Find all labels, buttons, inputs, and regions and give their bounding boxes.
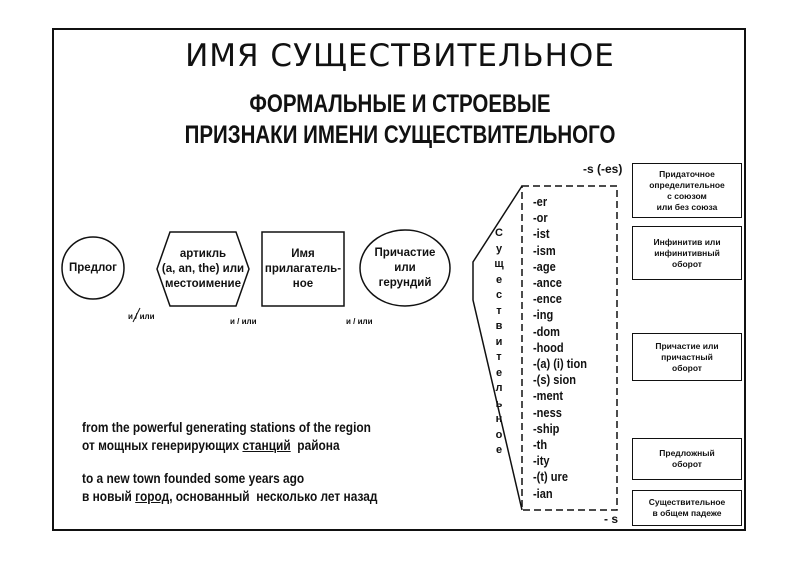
suffix-item: -ship [533, 420, 560, 436]
suffix-item: -ian [533, 485, 553, 501]
conjunction-label: и / или [230, 317, 257, 326]
suffix-item: -ance [533, 275, 562, 290]
slash [132, 307, 141, 323]
suffix-item: -(t) ure [533, 469, 568, 485]
suffix-item: -ness [533, 404, 562, 420]
noun-bracket [472, 185, 523, 511]
text: от мощных генерирующих [82, 437, 243, 453]
suffix-item: -ist [533, 226, 550, 242]
right-box-infinitive: Инфинитив или инфинитивный оборот [632, 226, 742, 280]
suffix-item: -ism [533, 242, 556, 258]
suffix-item: -(s) sion [533, 372, 576, 388]
right-box-prepositional-phrase: Предложный оборот [632, 438, 742, 480]
plural-ending-bottom: - s [604, 512, 619, 526]
example-en-1: from the powerful generating stations of… [82, 419, 371, 435]
example-ru-1: от мощных генерирующих станций района [82, 437, 340, 453]
text: , основанный несколько лет назад [169, 488, 378, 504]
participle-ellipse [359, 229, 451, 307]
preposition-circle [61, 236, 125, 300]
example-en-2: to a new town founded some years ago [82, 470, 305, 486]
suffix-item: -or [533, 210, 548, 226]
suffix-item: -er [533, 194, 548, 209]
outer-frame [52, 28, 746, 531]
suffix-item: -dom [533, 323, 561, 339]
conjunction-label: и / или [128, 312, 155, 321]
suffix-item: -ity [533, 453, 550, 469]
node-article: артикль (a, an, the) или местоимение [161, 247, 245, 290]
article-hexagon [156, 231, 250, 307]
subtitle-line-2: ПРИЗНАКИ ИМЕНИ СУЩЕСТВИТЕЛЬНОГО [184, 121, 616, 149]
text: в новый [82, 488, 136, 504]
suffix-item: -(a) (i) tion [533, 356, 588, 371]
adjective-rect [261, 231, 345, 307]
underlined-head-noun: город [135, 488, 170, 504]
plural-ending-top: -s (-es) [583, 162, 623, 176]
suffix-item: -ence [533, 291, 562, 307]
suffix-item: -ment [533, 388, 564, 404]
node-preposition: Предлог [69, 261, 117, 274]
node-adjective: Имя прилагатель- ное [264, 247, 342, 290]
suffix-item: -age [533, 258, 556, 274]
suffix-item: -ing [533, 307, 554, 323]
right-box-relative-clause: Придаточное определительное с союзом или… [632, 163, 742, 218]
conjunction-label: и / или [346, 317, 373, 326]
right-box-common-case-noun: Существительное в общем падеже [632, 490, 742, 526]
example-ru-2: в новый город, основанный несколько лет … [82, 488, 377, 504]
suffix-item: -th [533, 437, 548, 452]
suffix-item: -hood [533, 339, 564, 355]
underlined-head-noun: станций [242, 437, 291, 453]
node-participle: Причастие или герундий [374, 246, 436, 289]
right-box-participle-phrase: Причастие или причастный оборот [632, 333, 742, 381]
subtitle-line-1: ФОРМАЛЬНЫЕ И СТРОЕВЫЕ [249, 90, 551, 118]
page-title: ИМЯ СУЩЕСТВИТЕЛЬНОЕ [185, 38, 615, 74]
text: района [290, 437, 340, 453]
suffix-dashed-box [521, 185, 618, 511]
